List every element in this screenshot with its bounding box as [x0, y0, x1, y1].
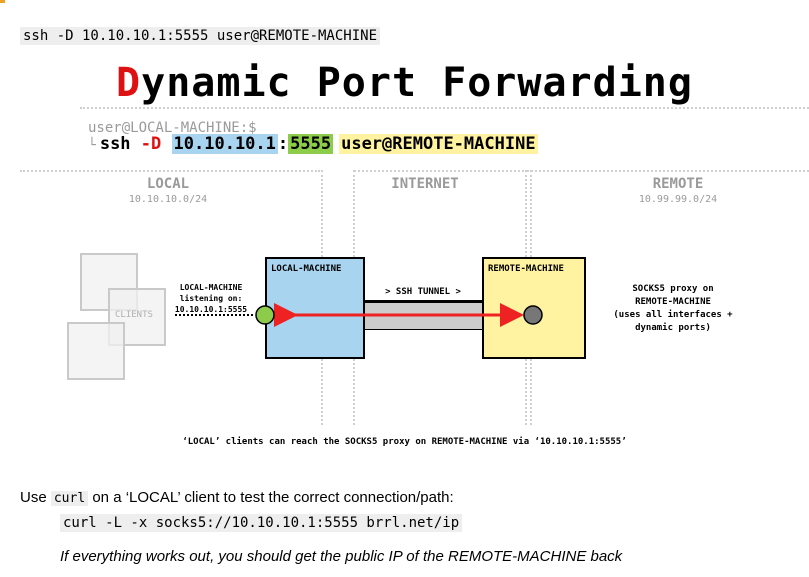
usage-suffix: on a ‘LOCAL’ client to test the correct … [92, 489, 454, 506]
title-first-letter: D [116, 60, 142, 106]
zone-local-network: 10.10.10.0/24 [128, 194, 208, 205]
socks-note-line-2: REMOTE-MACHINE [635, 297, 711, 307]
local-machine-label: LOCAL-MACHINE [271, 264, 342, 274]
dynamic-flag: -D [140, 134, 162, 154]
ssh-target: user@REMOTE-MACHINE [339, 134, 538, 154]
usage-prefix: Use [20, 489, 47, 506]
shell-prompt: user@LOCAL-MACHINE:$ [88, 120, 257, 136]
ip-port-colon: : [277, 134, 289, 154]
local-zone-top-border [20, 170, 320, 172]
bind-port: 5555 [288, 134, 334, 154]
socks-note-line-4: dynamic ports) [635, 323, 711, 333]
clients-label: CLIENTS [115, 310, 153, 320]
bind-ip: 10.10.10.1 [171, 134, 278, 154]
expected-result: If everything works out, you should get … [60, 548, 623, 565]
listening-line-2: listening on: [179, 294, 243, 303]
curl-command: curl -L -x socks5://10.10.10.1:5555 brrl… [60, 514, 463, 532]
remote-zone-top-border [527, 170, 809, 172]
remote-socks-dot [523, 305, 543, 325]
listening-line-3: 10.10.10.1:5555 [174, 305, 248, 314]
client-box-3 [67, 322, 125, 380]
zone-local-title: LOCAL [146, 176, 190, 192]
ssh-keyword: ssh [99, 134, 131, 154]
title-rest: ynamic Port Forwarding [141, 60, 693, 106]
corner-accent [0, 0, 5, 3]
diagram-title: Dynamic Port Forwarding [0, 60, 809, 106]
zone-internet-title: INTERNET [391, 176, 459, 192]
usage-code: curl [50, 491, 89, 506]
usage-instruction: Use curl on a ‘LOCAL’ client to test the… [20, 489, 454, 506]
diagram-caption: ‘LOCAL’ clients can reach the SOCKS5 pro… [182, 437, 627, 447]
socks-note-line-3: (uses all interfaces + [613, 310, 733, 320]
listening-line-1: LOCAL-MACHINE [179, 283, 243, 292]
ssh-tunnel-label: > SSH TUNNEL > [385, 287, 461, 297]
zone-remote-title: REMOTE [652, 176, 704, 192]
prompt-arrow: └ [88, 138, 96, 153]
top-command: ssh -D 10.10.10.1:5555 user@REMOTE-MACHI… [20, 27, 381, 45]
zone-remote-network: 10.99.99.0/24 [638, 194, 718, 205]
local-listen-port-dot [255, 305, 275, 325]
title-divider [80, 107, 809, 109]
local-machine-box: LOCAL-MACHINE [265, 257, 365, 359]
internet-zone-top-border [354, 170, 524, 172]
socks-proxy-note: SOCKS5 proxy on REMOTE-MACHINE (uses all… [588, 283, 758, 335]
remote-machine-label: REMOTE-MACHINE [488, 264, 564, 274]
listening-note: LOCAL-MACHINE listening on: 10.10.10.1:5… [168, 282, 254, 315]
socks-note-line-1: SOCKS5 proxy on [632, 284, 714, 294]
